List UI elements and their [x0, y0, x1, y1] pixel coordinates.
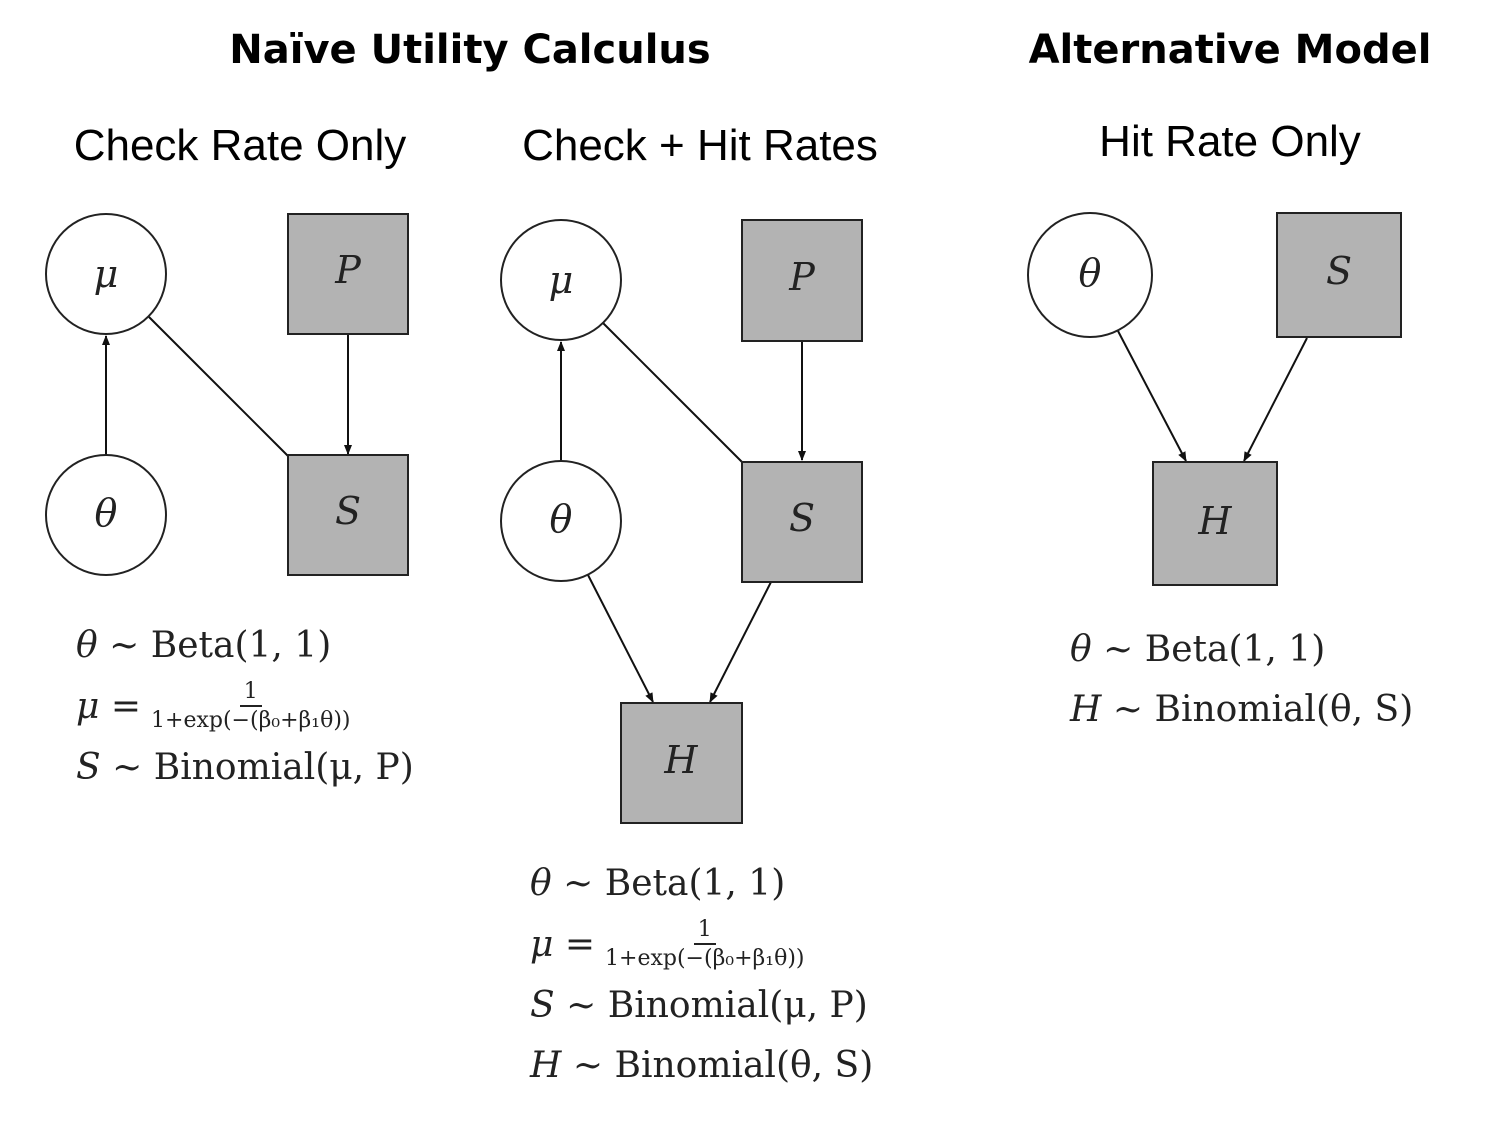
eq-lhs: H [530, 1045, 562, 1086]
model-hit-rate-only-graph: θ S H [1027, 212, 1402, 586]
edge-mu-to-s [148, 316, 289, 457]
eq-rhs: Binomial(μ, P) [607, 985, 868, 1026]
edge-mu-to-s [602, 322, 743, 463]
node-theta-label: θ [550, 497, 573, 541]
node-h-label: H [663, 738, 698, 782]
equation-theta-prior: θ ∼ Beta(1, 1) [1070, 620, 1413, 680]
node-mu-label: μ [94, 252, 119, 296]
node-mu: μ [500, 219, 622, 341]
eq-lhs: S [76, 747, 101, 788]
node-s-label: S [789, 496, 815, 540]
eq-relation: ∼ [572, 1045, 604, 1086]
eq-relation: ∼ [563, 863, 594, 904]
eq-lhs: θ [76, 625, 98, 666]
node-theta: θ [1027, 212, 1153, 338]
equation-s-likelihood: S ∼ Binomial(μ, P) [530, 976, 873, 1036]
eq-fraction: 1 1+exp(−(β₀+β₁θ)) [151, 681, 350, 733]
node-s: S [1276, 212, 1402, 338]
eq-relation: ∼ [1112, 689, 1144, 730]
eq-rhs: Binomial(θ, S) [1154, 689, 1414, 730]
node-p: P [287, 213, 409, 335]
eq-relation: ∼ [566, 985, 597, 1026]
node-s: S [287, 454, 409, 576]
eq-lhs: μ [76, 686, 100, 727]
eq-lhs: μ [530, 924, 554, 965]
edge-theta-to-h [1117, 330, 1187, 462]
eq-relation: ∼ [1103, 629, 1134, 670]
edge-theta-to-h [587, 574, 654, 703]
eq-denominator: 1+exp(−(β₀+β₁θ)) [605, 946, 805, 971]
node-h: H [1152, 461, 1278, 586]
eq-relation: = [110, 686, 142, 727]
eq-rhs: Beta(1, 1) [150, 625, 332, 666]
node-theta: θ [500, 460, 622, 582]
eq-rhs: Beta(1, 1) [1144, 629, 1326, 670]
eq-rhs: Binomial(μ, P) [153, 747, 414, 788]
equation-h-likelihood: H ∼ Binomial(θ, S) [530, 1036, 873, 1096]
eq-lhs: S [530, 985, 555, 1026]
node-p-label: P [334, 248, 362, 292]
node-mu-label: μ [549, 258, 574, 302]
title-hit-rate-only: Hit Rate Only [1099, 117, 1361, 166]
eq-lhs: θ [1070, 629, 1092, 670]
edge-s-to-h [1243, 337, 1308, 462]
eq-numerator: 1 [693, 919, 716, 945]
eq-rhs: Beta(1, 1) [604, 863, 786, 904]
node-s-label: S [1326, 249, 1352, 293]
model-check-hit-rates-graph: μ P θ S H [500, 219, 863, 824]
node-h-label: H [1197, 499, 1232, 543]
edge-s-to-h [709, 581, 772, 703]
node-s-label: S [335, 489, 361, 533]
node-theta: θ [45, 454, 167, 576]
equation-s-likelihood: S ∼ Binomial(μ, P) [76, 738, 414, 798]
eq-rhs: Binomial(θ, S) [614, 1045, 874, 1086]
eq-fraction: 1 1+exp(−(β₀+β₁θ)) [605, 919, 804, 971]
heading-naive-utility-calculus: Naïve Utility Calculus [229, 27, 711, 73]
eq-numerator: 1 [239, 681, 262, 707]
node-p: P [741, 219, 863, 342]
eq-relation: ∼ [109, 625, 140, 666]
equation-mu-logistic: μ = 1 1+exp(−(β₀+β₁θ)) [76, 676, 414, 738]
node-mu: μ [45, 213, 167, 335]
equation-theta-prior: θ ∼ Beta(1, 1) [530, 854, 873, 914]
node-p-label: P [788, 255, 816, 299]
equations-hit-rate-only: θ ∼ Beta(1, 1) H ∼ Binomial(θ, S) [1070, 620, 1413, 740]
equation-mu-logistic: μ = 1 1+exp(−(β₀+β₁θ)) [530, 914, 873, 976]
eq-lhs: H [1070, 689, 1102, 730]
heading-alternative-model: Alternative Model [1028, 27, 1432, 73]
title-check-hit-rates: Check + Hit Rates [522, 121, 878, 170]
model-check-rate-only-graph: μ P θ S [45, 213, 409, 576]
node-s: S [741, 461, 863, 583]
title-check-rate-only: Check Rate Only [73, 121, 407, 170]
equations-check-hit-rates: θ ∼ Beta(1, 1) μ = 1 1+exp(−(β₀+β₁θ)) S … [530, 854, 873, 1096]
node-h: H [620, 702, 743, 824]
eq-lhs: θ [530, 863, 552, 904]
equations-check-rate-only: θ ∼ Beta(1, 1) μ = 1 1+exp(−(β₀+β₁θ)) S … [76, 616, 414, 798]
eq-relation: ∼ [112, 747, 143, 788]
node-theta-label: θ [95, 491, 118, 535]
eq-relation: = [564, 924, 596, 965]
node-theta-label: θ [1079, 251, 1102, 295]
eq-denominator: 1+exp(−(β₀+β₁θ)) [151, 708, 351, 733]
equation-h-likelihood: H ∼ Binomial(θ, S) [1070, 680, 1413, 740]
equation-theta-prior: θ ∼ Beta(1, 1) [76, 616, 414, 676]
